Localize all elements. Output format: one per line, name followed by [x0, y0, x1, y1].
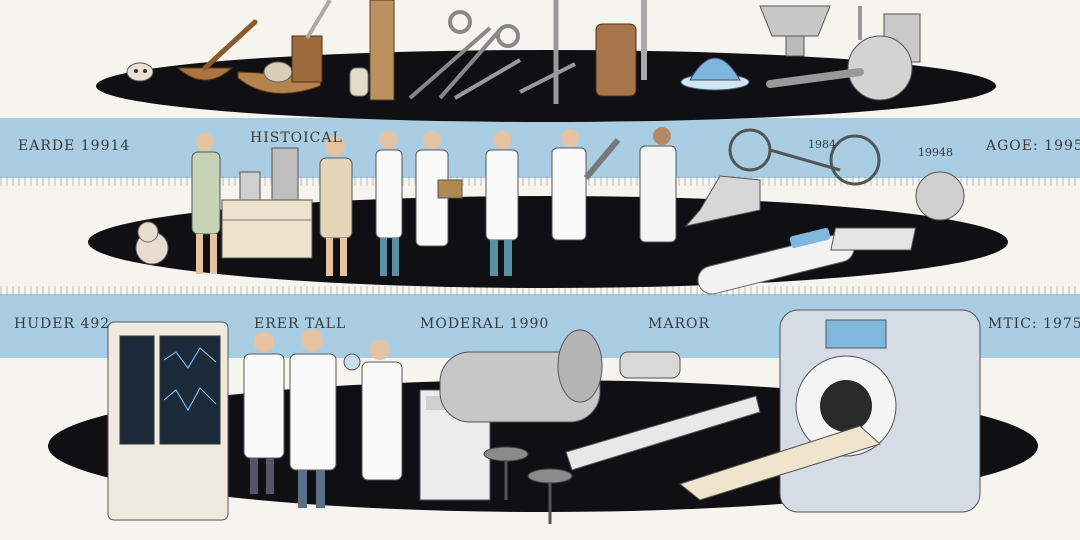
wooden-bowl-icon: [176, 19, 258, 81]
band-hatching: [0, 176, 1080, 186]
glass-dome-icon: [680, 57, 750, 91]
nurse-figure: [191, 133, 221, 274]
wooden-cup-icon: [291, 0, 332, 83]
year-label: 1984: [808, 138, 836, 151]
era-label: EARDE 19914: [18, 138, 131, 154]
probe-icon: [519, 62, 576, 94]
band-hatching: [0, 286, 1080, 296]
doctor-at-machine-figure: [639, 127, 677, 243]
era-label: HISTOICAL: [250, 130, 343, 146]
era-label: AGOE: 1995: [986, 138, 1080, 154]
skull-icon: [126, 62, 154, 82]
lab-desk: [221, 147, 313, 259]
era-label: MAROR: [648, 316, 711, 332]
doctor-figure: [375, 131, 403, 276]
scanner-device-icon: [684, 175, 761, 227]
masked-nurse-figure: [319, 136, 353, 276]
teddy-bear-icon: [135, 221, 169, 265]
disc-tool-icon: [766, 35, 913, 101]
wheel-apparatus-icon: [728, 128, 881, 186]
log-icon: [595, 23, 637, 97]
doctor-with-book-figure: [415, 131, 463, 247]
handheld-scanner-icon: [619, 351, 681, 379]
keyboard-icon: [830, 227, 917, 251]
metal-pot-icon: [759, 5, 831, 57]
ct-gantry-icon: [439, 329, 603, 423]
patient-on-bed-icon: [678, 425, 881, 501]
monitor-cabinet-icon: [107, 321, 229, 521]
scissors-icon: [408, 10, 520, 100]
era-label: MTIC: 1975: [988, 316, 1080, 332]
doctor-with-device-figure: [551, 129, 621, 241]
device-display-icon: [789, 227, 831, 249]
year-label: 19948: [918, 146, 953, 159]
senior-doctor-figure: [289, 329, 337, 508]
scan-table-icon: [565, 395, 761, 471]
era-label: HUDER 492: [14, 316, 111, 332]
tools-platform: [96, 50, 996, 122]
doctor-with-stethoscope-figure: [485, 131, 519, 276]
wooden-post-icon: [369, 0, 395, 101]
nurse-with-clipboard-figure: [243, 332, 285, 494]
lamp-icon: [915, 171, 965, 221]
stone-icon: [349, 67, 369, 97]
upper-blue-band: [0, 118, 1080, 178]
scalpel-icon: [453, 58, 522, 100]
era-label: ERER TALL: [254, 316, 347, 332]
mri-machine-icon: [779, 309, 981, 513]
stool-icon: [483, 446, 573, 524]
era-label: MODERAL 1990: [420, 316, 550, 332]
doctor-with-magnifier-figure: [343, 340, 403, 481]
